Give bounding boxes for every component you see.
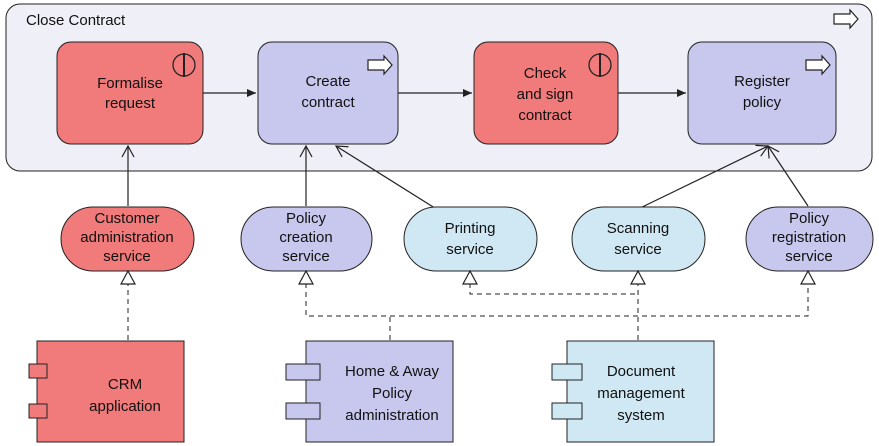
close-contract-container[interactable]: Close Contract — [5, 3, 873, 172]
service-label: service — [785, 248, 833, 265]
component-label: Document — [607, 363, 676, 380]
component-label: CRM — [108, 376, 142, 393]
service-label: service — [282, 248, 330, 265]
realization-connectors — [127, 283, 809, 340]
service-customer-administration[interactable]: Customer administration service — [60, 206, 195, 272]
service-label: Printing — [445, 220, 496, 237]
process-label: and sign — [517, 86, 574, 103]
process-label: Check — [524, 65, 567, 82]
service-label: service — [446, 241, 494, 258]
serves-policy-registration-to-register — [767, 144, 809, 207]
process-arrow-icon — [367, 54, 393, 76]
realization-arrowheads — [119, 269, 817, 285]
component-label: management — [597, 385, 685, 402]
process-label: Formalise — [97, 75, 163, 92]
component-home-away-policy-administration[interactable]: Home & Away Policy administration — [285, 340, 454, 443]
container-title: Close Contract — [26, 12, 126, 29]
component-label: administration — [345, 407, 438, 424]
service-label: service — [614, 241, 662, 258]
component-document-management-system[interactable]: Document management system — [551, 340, 715, 443]
component-label: Policy — [372, 385, 413, 402]
process-formalise-request[interactable]: Formalise request — [56, 41, 204, 145]
component-label: Home & Away — [345, 363, 439, 380]
process-label: Create — [305, 73, 350, 90]
component-icon — [285, 363, 321, 420]
process-arrow-icon — [805, 54, 831, 76]
service-policy-creation[interactable]: Policy creation service — [240, 206, 373, 272]
service-label: service — [103, 248, 151, 265]
service-policy-registration[interactable]: Policy registration service — [745, 206, 874, 272]
process-create-contract[interactable]: Create contract — [257, 41, 399, 145]
process-label: policy — [743, 94, 782, 111]
component-icon — [551, 363, 583, 420]
component-icon — [28, 363, 48, 419]
component-label: application — [89, 398, 161, 415]
service-printing[interactable]: Printing service — [403, 206, 538, 272]
process-check-and-sign-contract[interactable]: Check and sign contract — [473, 41, 619, 145]
service-label: creation — [279, 229, 332, 246]
interaction-icon — [172, 53, 196, 77]
interaction-icon — [588, 53, 612, 77]
serves-printing-to-create — [334, 145, 439, 211]
component-crm-application[interactable]: CRM application — [28, 340, 185, 443]
serves-scanning-to-register — [635, 144, 770, 211]
service-label: Scanning — [607, 220, 670, 237]
container-event-arrow-icon — [833, 8, 859, 30]
process-label: request — [105, 95, 156, 112]
process-label: contract — [301, 94, 355, 111]
service-scanning[interactable]: Scanning service — [571, 206, 706, 272]
service-label: Policy — [789, 210, 830, 227]
process-register-policy[interactable]: Register policy — [687, 41, 837, 145]
process-label: Register — [734, 73, 790, 90]
component-label: system — [617, 407, 665, 424]
service-label: Policy — [286, 210, 327, 227]
service-label: administration — [80, 229, 173, 246]
service-label: registration — [772, 229, 846, 246]
service-label: Customer — [94, 210, 159, 227]
process-label: contract — [518, 107, 572, 124]
